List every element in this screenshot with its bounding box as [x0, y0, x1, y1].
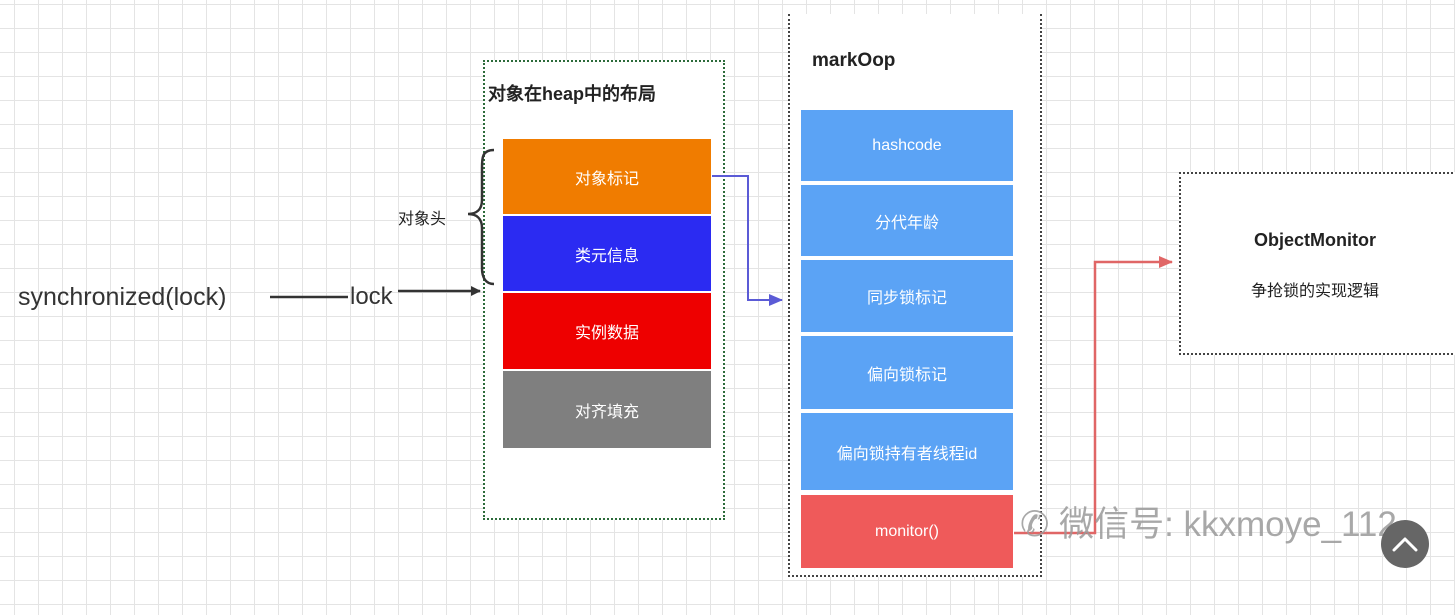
- heap-layout-title: 对象在heap中的布局: [488, 84, 657, 104]
- chevron-up-icon: [1392, 537, 1418, 552]
- padding-label: 对齐填充: [574, 403, 639, 421]
- scroll-top-button[interactable]: [1381, 520, 1429, 568]
- hashcode-cell: hashcode: [801, 110, 1013, 181]
- biased-lock-owner-label: 偏向锁持有者线程id: [836, 445, 978, 463]
- biased-lock-flag-cell: 偏向锁标记: [801, 336, 1013, 409]
- wechat-icon: ✆: [1020, 505, 1060, 544]
- padding-cell: 对齐填充: [503, 371, 711, 448]
- generation-age-label: 分代年龄: [874, 214, 939, 232]
- object-monitor-box: [1179, 172, 1455, 355]
- sync-lock-flag-label: 同步锁标记: [866, 290, 947, 307]
- generation-age-cell: 分代年龄: [801, 185, 1013, 256]
- object-monitor-subtitle: 争抢锁的实现逻辑: [1250, 283, 1379, 300]
- biased-lock-flag-label: 偏向锁标记: [866, 366, 947, 384]
- instance-data-cell: 实例数据: [503, 293, 711, 369]
- object-monitor-title: ObjectMonitor: [1254, 230, 1376, 250]
- hashcode-label: hashcode: [872, 136, 942, 154]
- class-metadata-label: 类元信息: [574, 247, 639, 265]
- wechat-watermark: ✆ 微信号: kkxmoye_112: [1020, 496, 1397, 547]
- watermark-text: 微信号: kkxmoye_112: [1059, 505, 1397, 544]
- object-header-label: 对象头: [398, 211, 447, 228]
- sync-lock-flag-cell: 同步锁标记: [801, 260, 1013, 332]
- markoop-title: markOop: [812, 50, 896, 71]
- instance-data-label: 实例数据: [574, 325, 639, 342]
- object-header-brace: [467, 148, 495, 286]
- biased-lock-owner-cell: 偏向锁持有者线程id: [801, 413, 1013, 490]
- mark-word-cell: 对象标记: [503, 139, 711, 214]
- mark-word-to-markoop-arrow: [712, 175, 783, 306]
- class-metadata-cell: 类元信息: [503, 216, 711, 291]
- monitor-to-objectmonitor-arrow: [1014, 256, 1173, 535]
- synchronized-label: synchronized(lock): [18, 283, 227, 311]
- mark-word-label: 对象标记: [574, 170, 639, 188]
- lock-label: lock: [350, 283, 393, 310]
- monitor-label: monitor(): [874, 522, 939, 540]
- monitor-cell: monitor(): [801, 495, 1013, 568]
